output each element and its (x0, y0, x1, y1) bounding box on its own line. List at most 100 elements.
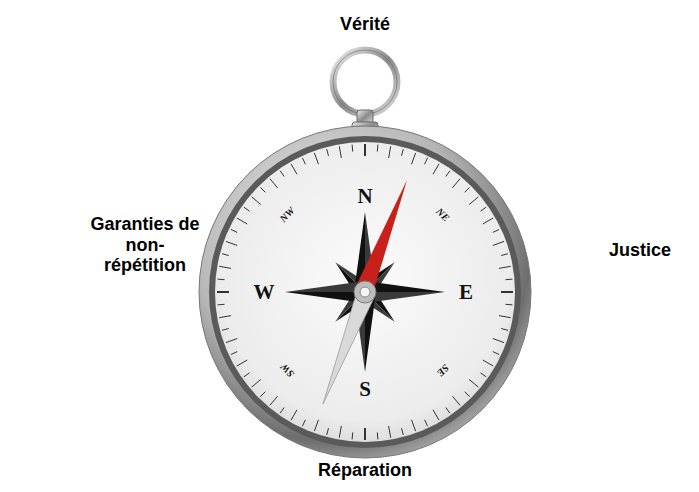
dial-tick (412, 420, 416, 431)
compass-inner-rim (209, 136, 521, 448)
dial-tick (314, 153, 318, 164)
dial-tick (433, 410, 439, 420)
dial-tick (231, 352, 237, 355)
dial-tick (219, 266, 231, 268)
dial-tick (389, 426, 391, 438)
needle-south (323, 288, 374, 404)
dial-tick (260, 187, 265, 192)
dial-tick (314, 420, 318, 431)
heading-word: Réparation (318, 460, 412, 481)
cardinal-letter: N (357, 184, 372, 209)
dial-tick (327, 428, 329, 435)
dial-tick (505, 304, 512, 306)
rose-point-dark (285, 292, 365, 303)
dial-tick (493, 229, 499, 232)
needle-pin (360, 287, 370, 297)
dial-tick (252, 379, 261, 387)
dial-tick (446, 408, 450, 414)
cardinal-letter: W (254, 280, 275, 305)
needle-hub (354, 281, 376, 303)
dial-tick (352, 432, 354, 439)
dial-tick (465, 187, 470, 192)
dial-tick (493, 241, 504, 245)
dial-tick (469, 197, 478, 205)
dial-tick (493, 339, 504, 343)
dial-tick (483, 218, 493, 224)
dial-tick (364, 144, 366, 156)
dial-tick (401, 428, 403, 435)
dial-tick (270, 396, 278, 405)
dial-tick (483, 360, 493, 366)
rose-point-light (365, 292, 445, 303)
dial-tick (352, 145, 354, 152)
dial-tick (231, 229, 237, 232)
dial-tick (291, 410, 297, 420)
dial-tick (465, 392, 470, 397)
dial-tick (469, 379, 478, 387)
dial-tick (218, 304, 225, 306)
rose-point (365, 281, 445, 303)
dial-tick (499, 316, 511, 318)
compass-needle (323, 180, 407, 404)
compass-ring (333, 50, 397, 114)
dial-tick (493, 352, 499, 355)
dial-tick (339, 426, 341, 438)
heading-word: Vérité (340, 14, 390, 35)
dial-tick (501, 291, 513, 293)
dial-tick (260, 392, 265, 397)
dial-tick (217, 291, 229, 293)
dial-tick (252, 197, 261, 205)
rose-point (285, 281, 365, 303)
dial-tick (481, 207, 487, 211)
dial-tick (377, 145, 379, 152)
cardinal-letter: E (459, 280, 473, 305)
rose-point-dark (365, 281, 445, 292)
needle-north (356, 180, 407, 296)
dial-tick (364, 428, 366, 440)
dial-tick (291, 164, 297, 174)
side-word: Garanties de non-répétition (85, 214, 205, 276)
dial-tick (446, 171, 450, 177)
rose-point-light (285, 281, 365, 292)
dial-tick (226, 339, 237, 343)
dial-tick (505, 279, 512, 281)
dial-tick (377, 432, 379, 439)
dial-tick (237, 218, 247, 224)
dial-tick (433, 164, 439, 174)
dial-tick (327, 149, 329, 156)
dial-tick (222, 254, 229, 256)
dial-tick (425, 158, 428, 164)
dial-tick (339, 146, 341, 158)
dial-tick (412, 153, 416, 164)
dial-tick (401, 149, 403, 156)
dial-tick (452, 179, 460, 188)
compass-ticks (217, 144, 513, 440)
cardinal-letter: S (359, 377, 371, 402)
compass-ring-edge (333, 50, 397, 114)
dial-tick (244, 373, 250, 377)
dial-tick (226, 241, 237, 245)
compass-rose (285, 212, 445, 372)
dial-tick (244, 207, 250, 211)
dial-tick (481, 373, 487, 377)
dial-tick (280, 408, 284, 414)
dial-tick (302, 420, 305, 426)
compass-bezel (199, 126, 531, 458)
dial-tick (302, 158, 305, 164)
dial-tick (270, 179, 278, 188)
dial-tick (280, 171, 284, 177)
dial-tick (389, 146, 391, 158)
dial-tick (237, 360, 247, 366)
dial-tick (452, 396, 460, 405)
dial-tick (501, 328, 508, 330)
compass-face (215, 142, 515, 442)
dial-tick (425, 420, 428, 426)
dial-tick (219, 316, 231, 318)
dial-tick (501, 254, 508, 256)
dial-tick (222, 328, 229, 330)
side-word: Justice (609, 240, 671, 261)
dial-tick (218, 279, 225, 281)
dial-tick (499, 266, 511, 268)
